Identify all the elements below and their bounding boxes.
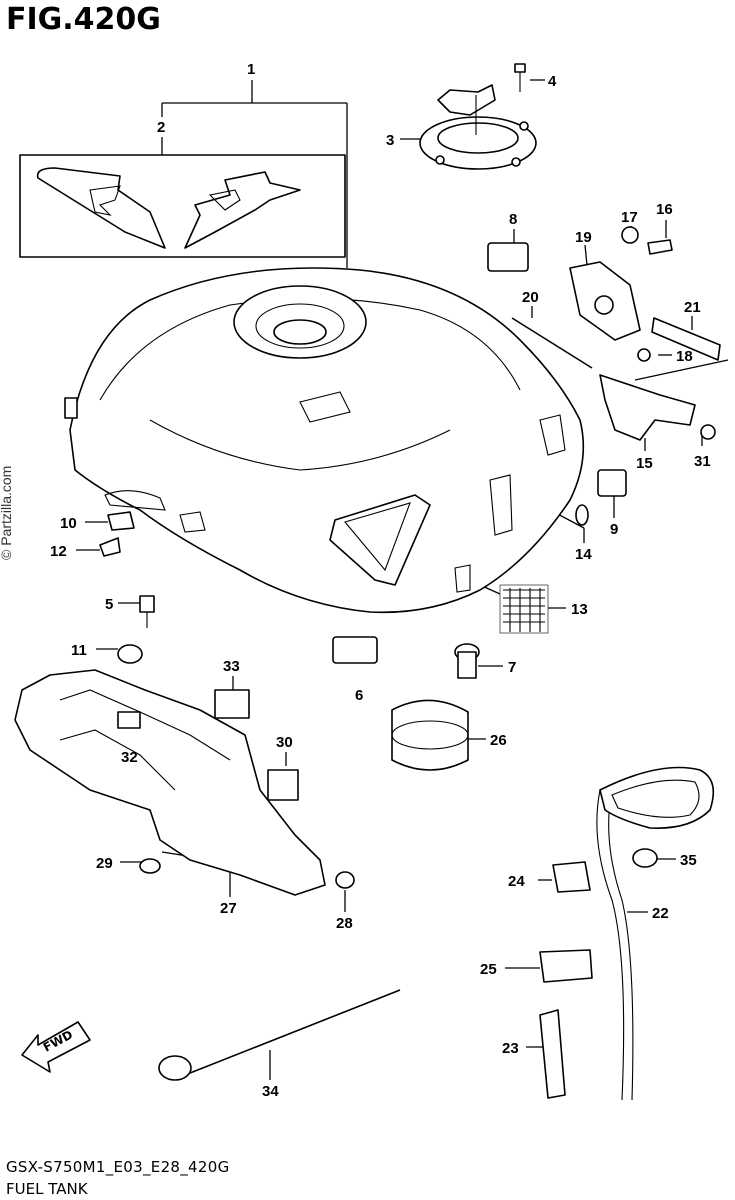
emblem-set bbox=[19, 154, 346, 258]
fwd-arrow: FWD bbox=[21, 1021, 91, 1073]
callout-20: 20 bbox=[522, 289, 539, 306]
callout-4: 4 bbox=[548, 73, 557, 90]
callout-16: 16 bbox=[656, 201, 673, 218]
support-rod bbox=[158, 989, 401, 1081]
callout-28: 28 bbox=[336, 915, 353, 932]
callout-12: 12 bbox=[50, 543, 67, 560]
callout-2: 2 bbox=[157, 119, 165, 136]
callout-17: 17 bbox=[621, 209, 638, 226]
callout-6: 6 bbox=[355, 687, 363, 704]
callout-29: 29 bbox=[96, 855, 113, 872]
callout-21: 21 bbox=[684, 299, 701, 316]
callout-34: 34 bbox=[262, 1083, 279, 1100]
callout-22: 22 bbox=[652, 905, 669, 922]
callout-18: 18 bbox=[676, 348, 693, 365]
callout-1: 1 bbox=[247, 61, 255, 78]
callout-25: 25 bbox=[480, 961, 497, 978]
callout-33: 33 bbox=[223, 658, 240, 675]
callout-35: 35 bbox=[680, 852, 697, 869]
fuel-tank bbox=[64, 267, 585, 614]
callout-11: 11 bbox=[71, 642, 87, 659]
figure-code: GSX-S750M1_E03_E28_420G bbox=[6, 1158, 230, 1176]
callout-13: 13 bbox=[571, 601, 588, 618]
callout-31: 31 bbox=[694, 453, 711, 470]
small-parts bbox=[99, 469, 627, 771]
callout-labels: 1 2 3 4 5 6 7 8 9 10 11 12 13 14 15 16 1… bbox=[50, 61, 711, 1100]
callout-5: 5 bbox=[105, 596, 113, 613]
callout-15: 15 bbox=[636, 455, 653, 472]
callout-10: 10 bbox=[60, 515, 77, 532]
callout-32: 32 bbox=[121, 749, 138, 766]
callout-7: 7 bbox=[508, 659, 516, 676]
callout-26: 26 bbox=[490, 732, 507, 749]
callout-24: 24 bbox=[508, 873, 525, 890]
callout-9: 9 bbox=[610, 521, 618, 538]
callout-23: 23 bbox=[502, 1040, 519, 1057]
fuel-cap bbox=[419, 63, 537, 170]
callout-3: 3 bbox=[386, 132, 394, 149]
callout-14: 14 bbox=[575, 546, 592, 563]
bracket-assembly bbox=[487, 226, 721, 441]
callout-8: 8 bbox=[509, 211, 517, 228]
callout-30: 30 bbox=[276, 734, 293, 751]
callout-19: 19 bbox=[575, 229, 592, 246]
figure-title: FIG.420G bbox=[6, 2, 161, 37]
lower-tray bbox=[14, 644, 355, 896]
hoses-clamps bbox=[539, 766, 715, 1101]
figure-name: FUEL TANK bbox=[6, 1180, 88, 1198]
callout-27: 27 bbox=[220, 900, 237, 917]
